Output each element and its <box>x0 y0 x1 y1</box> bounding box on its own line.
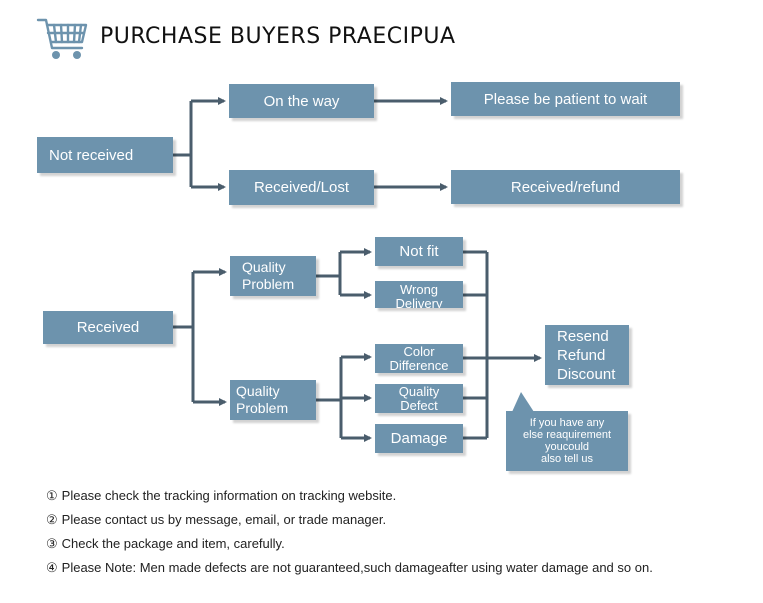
note-3-text: Check the package and item, carefully. <box>61 536 285 551</box>
note-2-number: ② <box>46 512 58 527</box>
quality-problem-label-1: Quality Problem <box>242 259 295 292</box>
shopping-cart-icon <box>36 18 88 59</box>
quality-problem-box-2: Quality Problem <box>230 380 316 420</box>
note-4-text: Please Note: Men made defects are not gu… <box>61 560 653 575</box>
color-difference-box: Color Difference <box>375 344 463 373</box>
resolution-box: Resend Refund Discount <box>545 325 629 385</box>
be-patient-box: Please be patient to wait <box>451 82 680 116</box>
resolution-label: Resend Refund Discount <box>557 327 616 383</box>
note-1-text: Please check the tracking information on… <box>61 488 397 503</box>
color-difference-label: Color Difference <box>389 343 449 373</box>
quality-problem-box-1: Quality Problem <box>230 256 316 296</box>
received-lost-box: Received/Lost <box>229 170 374 205</box>
note-4-number: ④ <box>46 560 58 575</box>
callout-box: If you have any else reaquirement youcou… <box>506 411 628 471</box>
page-title: PURCHASE BUYERS PRAECIPUA <box>100 24 456 49</box>
not-received-box: Not received <box>37 137 173 173</box>
not-fit-box: Not fit <box>375 237 463 266</box>
note-2-text: Please contact us by message, email, or … <box>61 512 387 527</box>
wrong-delivery-box: Wrong Delivery <box>375 281 463 308</box>
quality-defect-label: Quality Defect <box>398 383 440 413</box>
note-1-number: ① <box>46 488 58 503</box>
quality-defect-box: Quality Defect <box>375 384 463 413</box>
on-the-way-box: On the way <box>229 84 374 118</box>
callout-text: If you have any else reaquirement youcou… <box>522 417 612 465</box>
received-box: Received <box>43 311 173 344</box>
damage-box: Damage <box>375 424 463 453</box>
received-refund-box: Received/refund <box>451 170 680 204</box>
note-3-number: ③ <box>46 536 58 551</box>
wrong-delivery-label: Wrong Delivery <box>395 282 443 309</box>
quality-problem-label-2: Quality Problem <box>236 383 289 416</box>
